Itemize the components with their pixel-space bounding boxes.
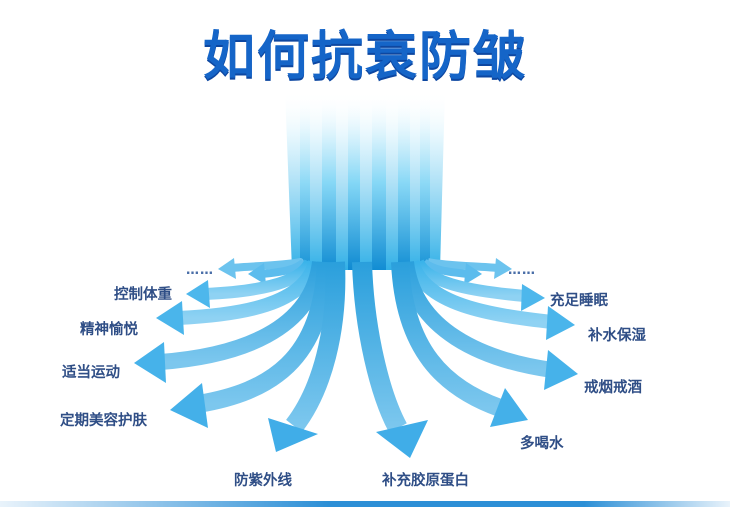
arrow-left-top-faint — [218, 258, 304, 279]
arrow-sun-protection — [268, 261, 346, 452]
arrow-hydrate — [405, 259, 575, 340]
left-ellipsis: …… — [186, 263, 214, 278]
light-trunk — [285, 90, 445, 270]
label-control-weight: 控制体重 — [114, 287, 172, 303]
label-drink-water: 多喝水 — [520, 436, 564, 452]
arrow-right-top-faint — [427, 258, 512, 279]
arrow-quit-smoke-drink — [398, 260, 578, 390]
page-title: 如何抗衰防皱 — [202, 27, 527, 87]
right-ellipsis: …… — [508, 263, 536, 278]
label-collagen: 补充胶原蛋白 — [382, 473, 469, 489]
label-skincare: 定期美容护肤 — [60, 413, 147, 429]
label-sun-protection: 防紫外线 — [234, 473, 292, 489]
label-quit-smoke-drink: 戒烟戒酒 — [584, 380, 642, 396]
label-sleep: 充足睡眠 — [550, 293, 608, 309]
label-exercise: 适当运动 — [62, 365, 120, 381]
arrow-sleep — [412, 258, 545, 311]
label-energetic: 精神愉悦 — [80, 322, 138, 338]
arrow-left-top — [248, 258, 307, 285]
bottom-accent-bar — [0, 501, 730, 507]
arrow-right-top — [421, 258, 482, 285]
arrow-drink-water — [391, 261, 528, 427]
label-hydrate: 补水保湿 — [588, 328, 646, 344]
arrow-skincare — [170, 261, 335, 428]
arrow-collagen — [352, 261, 428, 458]
arrow-exercise — [134, 260, 328, 383]
